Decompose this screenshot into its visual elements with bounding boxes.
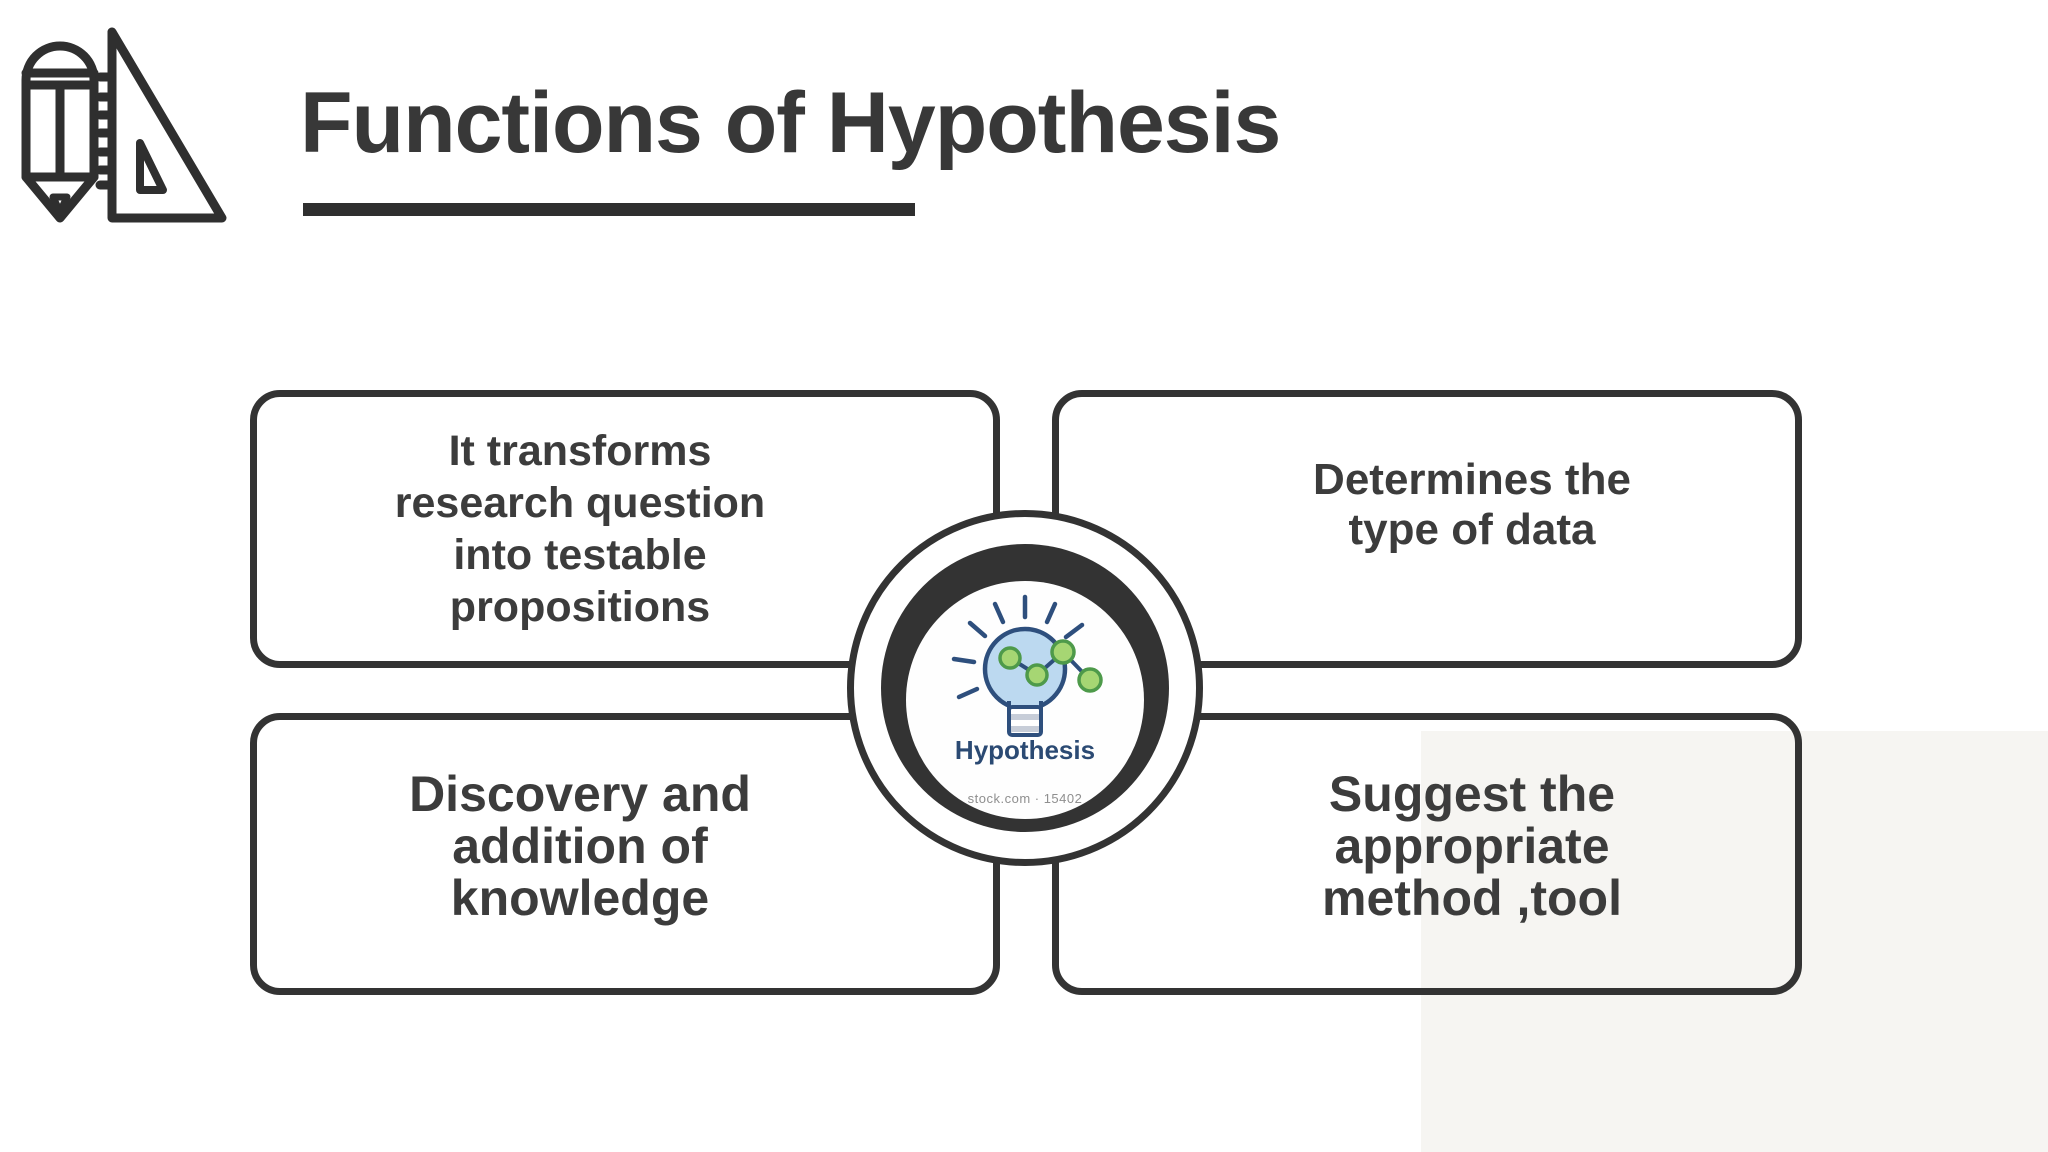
node — [1025, 663, 1049, 687]
box-bottom-right-text: Suggest the appropriate method ,tool — [1322, 768, 1622, 924]
text-line: addition of — [452, 818, 708, 874]
text-line: Discovery and — [409, 766, 751, 822]
text-line: Determines the — [1313, 455, 1631, 504]
background-tint-region — [1421, 731, 2048, 1152]
text-line: propositions — [449, 583, 711, 631]
pencil-and-set-square-icon — [21, 27, 227, 223]
stock-watermark: stock.com · 15402 — [967, 791, 1083, 806]
node — [1050, 639, 1076, 665]
text-line: research question — [394, 479, 766, 527]
box-bottom-left-text: Discovery and addition of knowledge — [409, 768, 751, 924]
title-underline — [303, 203, 915, 216]
text-line: It transforms — [448, 427, 712, 475]
pencil-icon — [21, 41, 99, 223]
network-graph — [998, 639, 1103, 693]
set-square-icon — [95, 27, 227, 223]
text-line: appropriate — [1334, 818, 1610, 874]
page-title: Functions of Hypothesis — [300, 75, 1281, 171]
text-line: Suggest the — [1328, 766, 1616, 822]
lightbulb-rays — [951, 594, 1085, 700]
center-image: Hypothesis stock.com · 15402 — [906, 581, 1144, 819]
lightbulb-network-icon — [951, 594, 1103, 737]
node — [1077, 667, 1103, 693]
text-line: method ,tool — [1322, 870, 1622, 926]
bulb-base — [1007, 705, 1043, 737]
box-top-left-text: It transforms research question into tes… — [395, 425, 765, 633]
center-label: Hypothesis — [954, 735, 1096, 765]
box-bottom-right: Suggest the appropriate method ,tool — [1052, 713, 1802, 995]
box-bottom-left: Discovery and addition of knowledge — [250, 713, 1000, 995]
text-line: knowledge — [450, 870, 710, 926]
box-top-left: It transforms research question into tes… — [250, 390, 1000, 668]
text-line: type of data — [1348, 505, 1596, 554]
node — [998, 646, 1022, 670]
text-line: into testable — [453, 531, 707, 579]
box-top-right-text: Determines the type of data — [1313, 455, 1631, 555]
